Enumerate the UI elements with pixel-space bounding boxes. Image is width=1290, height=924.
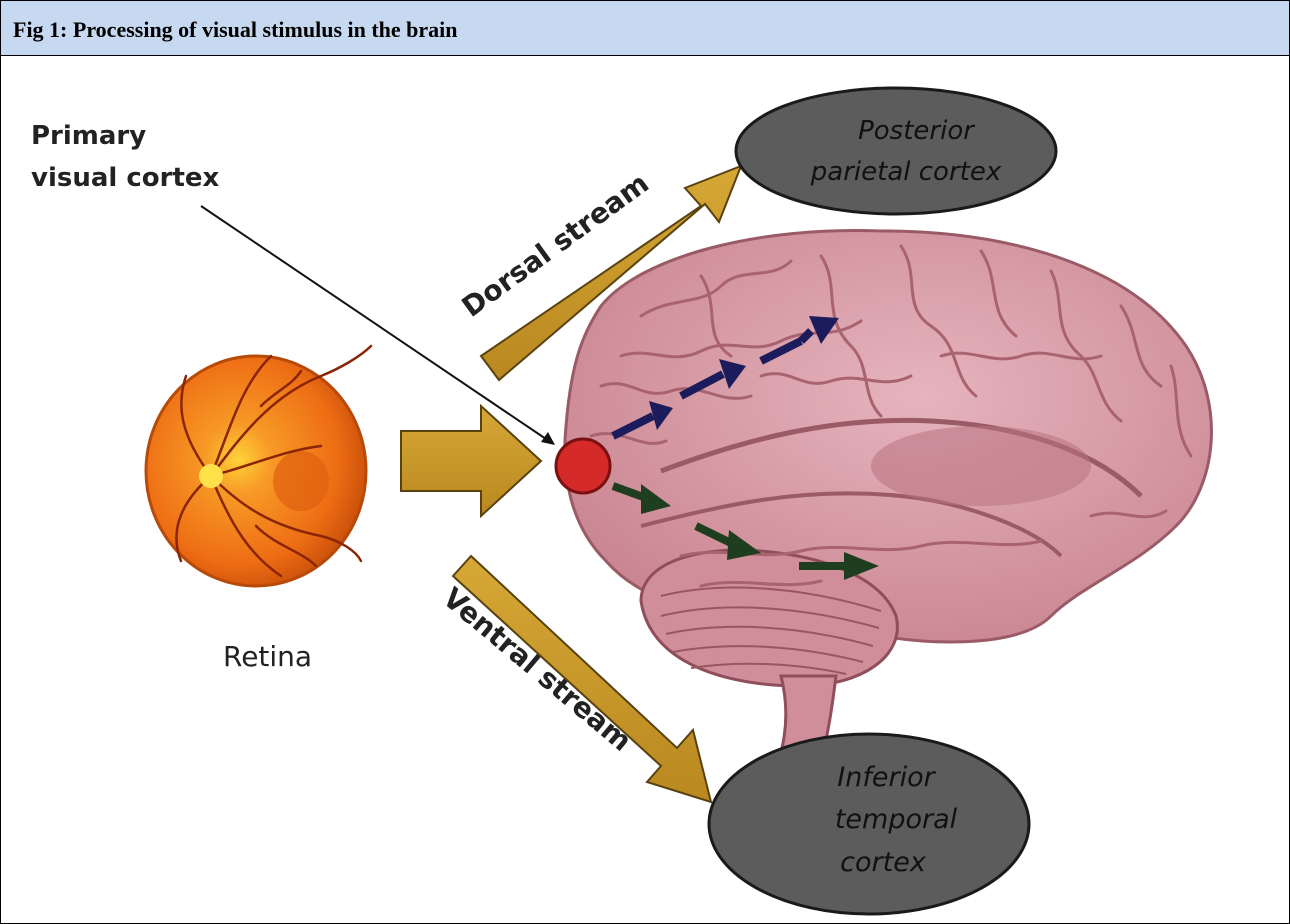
retina-illustration — [146, 346, 371, 586]
figure-caption: Fig 1: Processing of visual stimulus in … — [13, 17, 458, 43]
inferior-label-line1: Inferior — [837, 762, 936, 793]
ventral-stream-label: Ventral stream — [437, 581, 639, 758]
primary-visual-cortex-label-line2: visual cortex — [31, 163, 220, 193]
primary-visual-cortex-label-line1: Primary — [31, 121, 146, 151]
posterior-label-line2: parietal cortex — [810, 157, 1002, 187]
figure-caption-bar: Fig 1: Processing of visual stimulus in … — [1, 1, 1289, 56]
inferior-label-line2: temporal — [835, 804, 958, 835]
posterior-label-line1: Posterior — [858, 116, 976, 146]
retina-label: Retina — [223, 640, 312, 673]
inferior-temporal-cortex-region: Inferior temporal cortex — [709, 734, 1029, 914]
brain-illustration — [565, 230, 1212, 801]
visual-pathway-diagram: Posterior parietal cortex Inferior tempo… — [1, 56, 1289, 922]
posterior-parietal-cortex-region: Posterior parietal cortex — [736, 88, 1056, 214]
inferior-label-line3: cortex — [840, 847, 927, 878]
primary-visual-cortex-dot — [556, 439, 610, 493]
